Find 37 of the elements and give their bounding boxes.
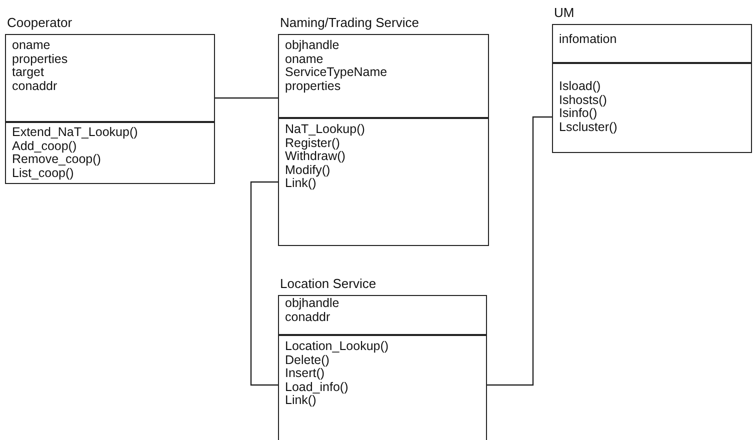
attribute-text: infomation	[559, 33, 617, 46]
association-line	[250, 181, 278, 386]
attribute-text: properties	[12, 52, 68, 66]
method-text: Remove_coop()	[12, 153, 101, 166]
attribute-text: objhandle	[285, 297, 340, 310]
attribute-text: target	[12, 66, 44, 80]
method-text: Add_coop()	[12, 140, 77, 153]
class-name: Naming/Trading Service	[280, 15, 419, 31]
method-text: Extend_NaT_Lookup()	[12, 126, 138, 140]
attribute-text: ServiceTypeName	[285, 66, 388, 80]
association-line	[487, 116, 552, 386]
method-text: Modify()	[285, 164, 330, 177]
method-text: Isinfo()	[559, 107, 598, 120]
method-text: Isload()	[559, 80, 601, 94]
attribute-text: oname	[12, 39, 50, 52]
attribute-text: conaddr	[12, 80, 58, 93]
association-line	[215, 97, 278, 99]
method-text: Load_info()	[285, 380, 348, 394]
method-text: Link()	[285, 177, 316, 190]
method-text: List_coop()	[12, 166, 74, 180]
method-text: Link()	[285, 394, 316, 408]
method-compartment	[6, 121, 214, 183]
method-text: Withdraw()	[285, 150, 346, 164]
class-name: UM	[554, 5, 574, 21]
attribute-text: conaddr	[285, 310, 330, 324]
attribute-text: objhandle	[285, 39, 340, 52]
method-text: NaT_Lookup()	[285, 123, 365, 136]
method-text: Location_Lookup()	[285, 340, 389, 354]
method-text: Lscluster()	[559, 120, 618, 134]
method-text: Register()	[285, 136, 340, 150]
method-text: Insert()	[285, 367, 325, 380]
method-text: Ishosts()	[559, 94, 607, 107]
class-name: Location Service	[280, 276, 376, 292]
attribute-text: properties	[285, 80, 341, 93]
method-text: Delete()	[285, 354, 330, 367]
attribute-text: oname	[285, 52, 324, 66]
class-name: Cooperator	[7, 15, 72, 31]
